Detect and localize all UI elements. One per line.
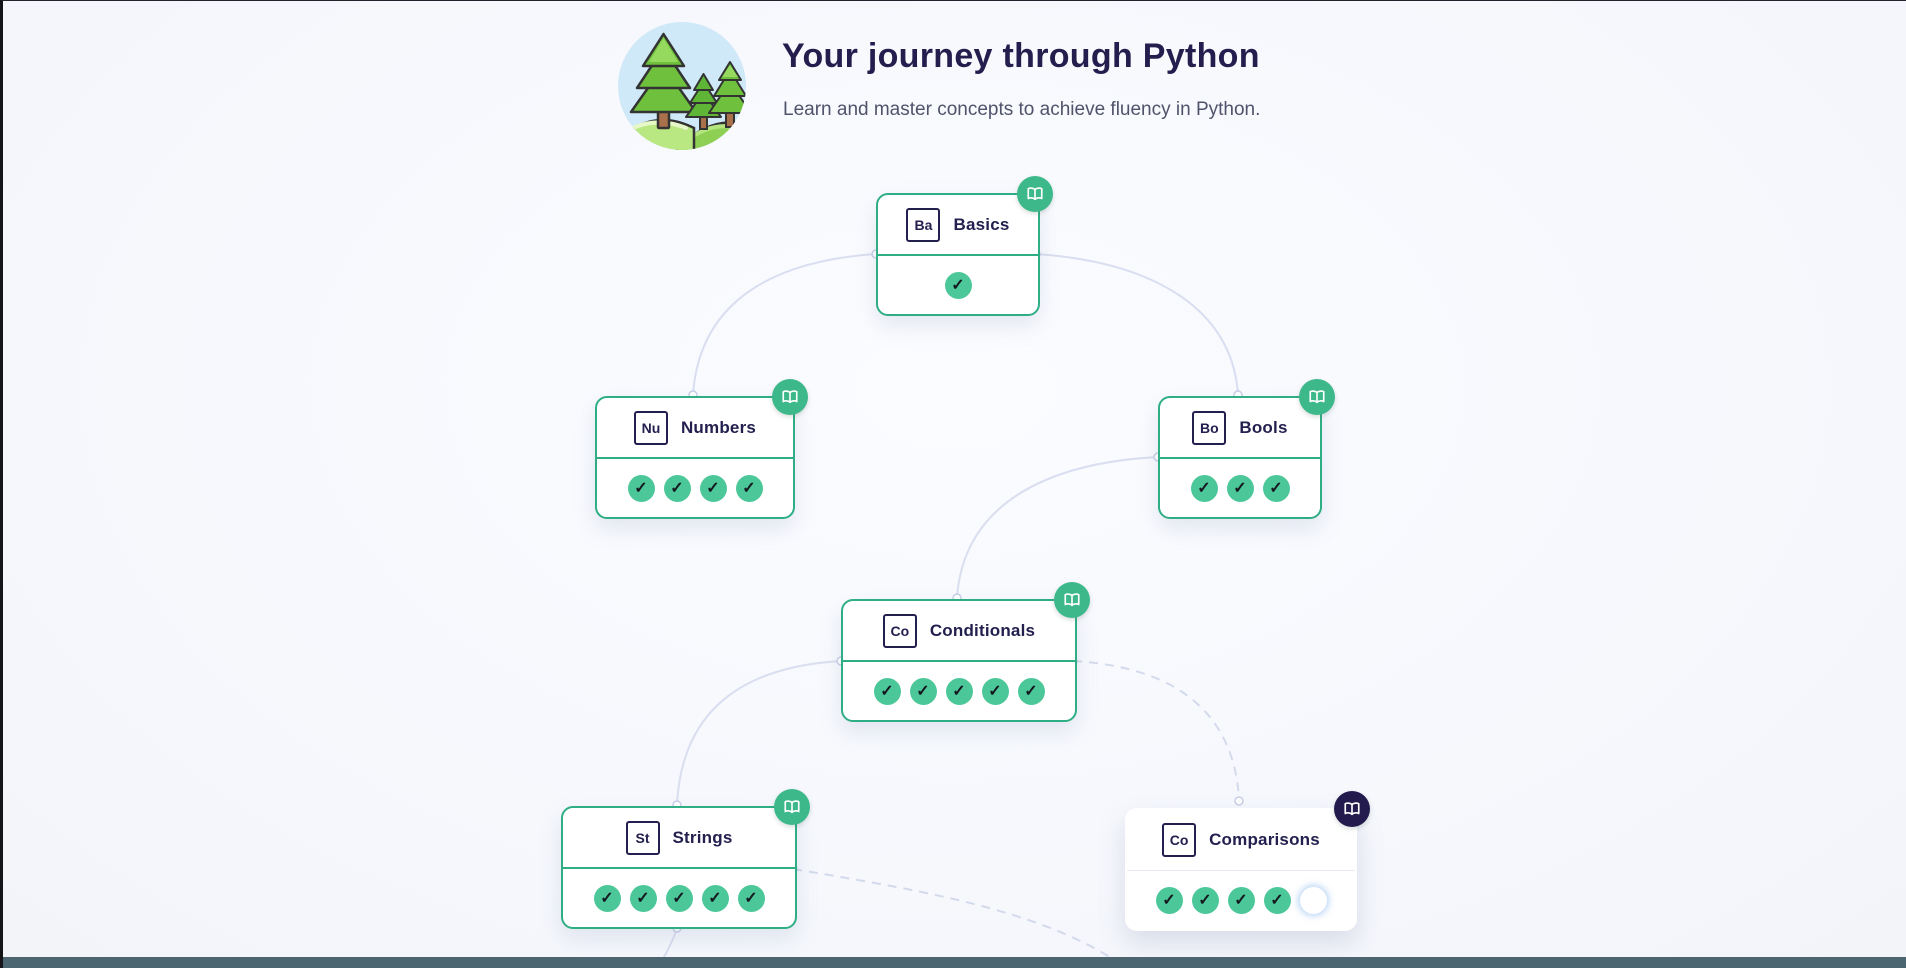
- step-complete-check-icon[interactable]: ✓: [1226, 474, 1254, 502]
- step-complete-check-icon[interactable]: ✓: [1155, 886, 1183, 914]
- step-complete-check-icon[interactable]: ✓: [1017, 677, 1045, 705]
- topic-label: Numbers: [680, 417, 757, 437]
- step-complete-check-icon[interactable]: ✓: [629, 884, 657, 912]
- step-complete-check-icon[interactable]: ✓: [909, 677, 937, 705]
- topic-card-numbers[interactable]: Nu Numbers ✓ ✓ ✓ ✓: [595, 379, 808, 519]
- open-book-icon[interactable]: [1334, 791, 1370, 827]
- step-complete-check-icon[interactable]: ✓: [593, 884, 621, 912]
- topic-steps[interactable]: ✓ ✓ ✓ ✓: [597, 459, 793, 517]
- step-complete-check-icon[interactable]: ✓: [663, 474, 691, 502]
- connector-strings-offscreen-right: [792, 868, 1129, 968]
- forest-trees-icon: [618, 22, 746, 150]
- step-complete-check-icon[interactable]: ✓: [737, 884, 765, 912]
- topic-steps[interactable]: ✓ ✓ ✓ ✓ ✓: [843, 662, 1075, 720]
- connector-conditionals-comparisons: [1072, 660, 1240, 800]
- open-book-icon[interactable]: [772, 379, 808, 415]
- topic-steps[interactable]: ✓ ✓ ✓ ✓: [1127, 871, 1355, 929]
- step-complete-check-icon[interactable]: ✓: [701, 884, 729, 912]
- topic-steps[interactable]: ✓: [878, 256, 1038, 314]
- step-incomplete-circle[interactable]: [1299, 886, 1327, 914]
- topic-card-strings[interactable]: St Strings ✓ ✓ ✓ ✓ ✓: [561, 789, 810, 929]
- step-complete-check-icon[interactable]: ✓: [1191, 886, 1219, 914]
- topic-label: Strings: [672, 827, 733, 847]
- step-complete-check-icon[interactable]: ✓: [735, 474, 763, 502]
- journey-connections: [657, 249, 1244, 968]
- page-title: Your journey through Python: [782, 37, 1260, 75]
- topic-abbr: St: [625, 820, 660, 855]
- topic-label: Basics: [953, 214, 1010, 234]
- page-subtitle: Learn and master concepts to achieve flu…: [783, 99, 1261, 120]
- step-complete-check-icon[interactable]: ✓: [627, 474, 655, 502]
- open-book-icon[interactable]: [1054, 582, 1090, 618]
- topic-card-basics[interactable]: Ba Basics ✓: [876, 176, 1053, 316]
- step-complete-check-icon[interactable]: ✓: [873, 677, 901, 705]
- topic-abbr: Co: [882, 613, 917, 648]
- topic-abbr: Co: [1162, 823, 1197, 857]
- connector-conditionals-strings: [676, 660, 842, 805]
- open-book-icon[interactable]: [1017, 176, 1053, 212]
- connector-basics-numbers: [692, 253, 877, 395]
- step-complete-check-icon[interactable]: ✓: [945, 677, 973, 705]
- topic-abbr: Ba: [906, 207, 941, 242]
- topic-abbr: Nu: [633, 410, 668, 445]
- step-complete-check-icon[interactable]: ✓: [1227, 886, 1255, 914]
- topic-steps[interactable]: ✓ ✓ ✓ ✓ ✓: [563, 869, 795, 927]
- topic-card-bools[interactable]: Bo Bools ✓ ✓ ✓: [1158, 379, 1335, 519]
- topic-label: Bools: [1239, 417, 1288, 437]
- open-book-icon[interactable]: [774, 789, 810, 825]
- connector-bools-conditionals: [956, 456, 1159, 598]
- step-complete-check-icon[interactable]: ✓: [699, 474, 727, 502]
- step-complete-check-icon[interactable]: ✓: [944, 271, 972, 299]
- topic-card-conditionals[interactable]: Co Conditionals ✓ ✓ ✓ ✓ ✓: [841, 582, 1090, 722]
- topic-card-comparisons[interactable]: Co Comparisons ✓ ✓ ✓ ✓: [1125, 791, 1370, 931]
- topic-label: Comparisons: [1209, 830, 1320, 849]
- step-complete-check-icon[interactable]: ✓: [665, 884, 693, 912]
- step-complete-check-icon[interactable]: ✓: [981, 677, 1009, 705]
- open-book-icon[interactable]: [1299, 379, 1335, 415]
- step-complete-check-icon[interactable]: ✓: [1190, 474, 1218, 502]
- bottom-bar: [3, 957, 1906, 968]
- step-complete-check-icon[interactable]: ✓: [1262, 474, 1290, 502]
- step-complete-check-icon[interactable]: ✓: [1263, 886, 1291, 914]
- topic-steps[interactable]: ✓ ✓ ✓: [1160, 459, 1320, 517]
- topic-abbr: Bo: [1192, 410, 1227, 445]
- connector-basics-bools: [1035, 253, 1239, 395]
- topic-label: Conditionals: [929, 620, 1036, 640]
